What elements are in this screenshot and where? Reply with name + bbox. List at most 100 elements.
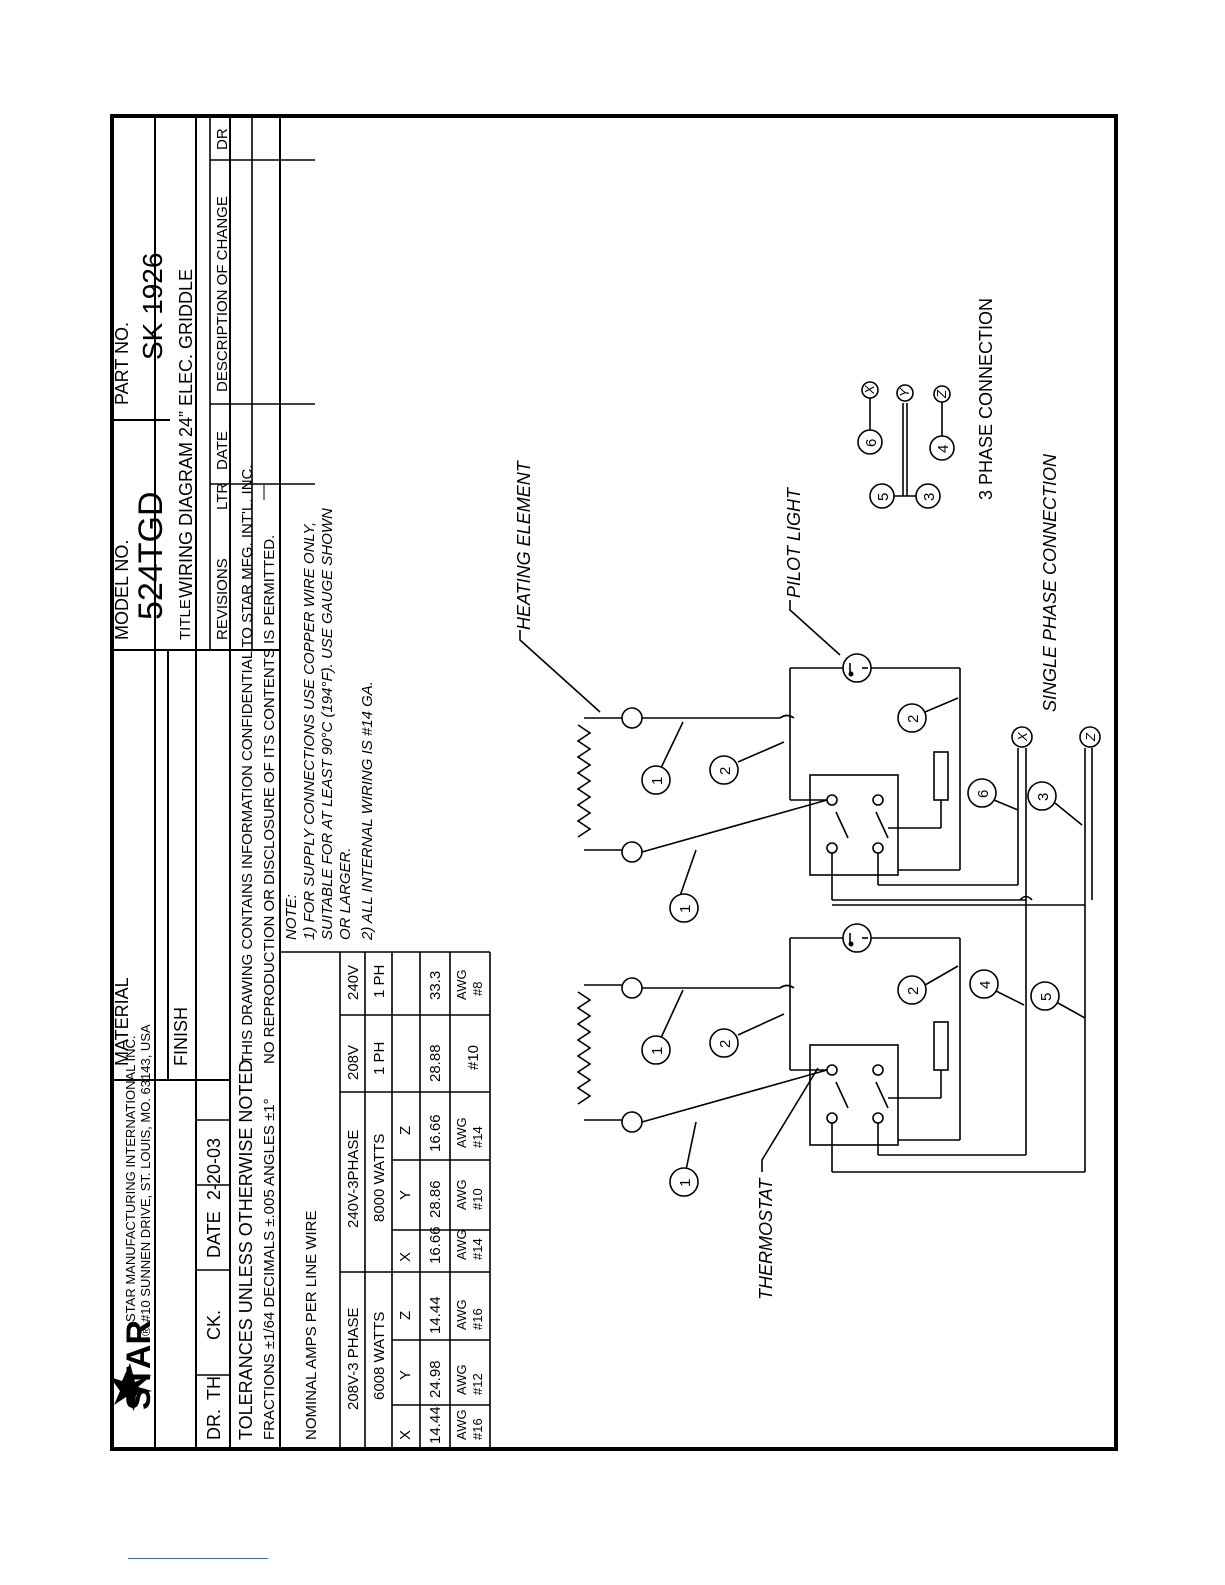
svg-text:AWG: AWG [454, 1364, 469, 1395]
svg-text:AWG: AWG [454, 1229, 469, 1260]
svg-text:1: 1 [677, 905, 694, 913]
svg-text:#12: #12 [470, 1373, 485, 1395]
tolerances-line-2: FRACTIONS ±1/64 DECIMALS ±.005 ANGLES ±1… [261, 1098, 278, 1440]
svg-text:NOTE:: NOTE: [283, 894, 300, 940]
svg-text:1 PH: 1 PH [371, 1042, 388, 1075]
svg-text:6: 6 [863, 439, 880, 447]
svg-text:1) FOR SUPPLY CONNECTIONS USE: 1) FOR SUPPLY CONNECTIONS USE COPPER WIR… [301, 522, 318, 940]
part-number: SK 1926 [137, 253, 168, 360]
svg-text:#10: #10 [465, 1045, 482, 1070]
drawing-title: WIRING DIAGRAM 24” ELEC. GRIDDLE [176, 269, 196, 598]
svg-text:#14: #14 [470, 1126, 485, 1148]
svg-text:X: X [397, 1252, 414, 1262]
tolerances-line-1: TOLERANCES UNLESS OTHERWISE NOTED [236, 1060, 256, 1440]
svg-text:#14: #14 [470, 1238, 485, 1260]
revisions-first-ltr: — [255, 485, 272, 500]
svg-text:16.66: 16.66 [427, 1114, 444, 1152]
wire-number-bubbles: 1 1 2 2 6 3 1 1 2 [641, 697, 1086, 1197]
company-name: STAR MANUFACTURING INTERNATIONAL INC. [123, 1036, 138, 1323]
footer-link-underline [128, 1558, 268, 1559]
wiring-diagram: X Z [514, 298, 1101, 1300]
revisions-col-ltr: LTR [214, 483, 231, 510]
svg-text:240V: 240V [345, 965, 362, 1000]
ck-label: CK. [204, 1310, 224, 1340]
title-block: STAR ® STAR MANUFACTURING INTERNATIONAL … [110, 116, 315, 1449]
svg-text:AWG: AWG [454, 1117, 469, 1148]
finish-label: FINISH [171, 1007, 191, 1066]
pilot-light-label: PILOT LIGHT [784, 486, 804, 598]
svg-text:240V-3PHASE: 240V-3PHASE [345, 1130, 362, 1228]
model-label: MODEL NO. [112, 540, 132, 640]
thermostat-lower [809, 1044, 899, 1146]
svg-text:AWG: AWG [454, 1409, 469, 1440]
part-label: PART NO. [112, 322, 132, 405]
material-label: MATERIAL [112, 977, 132, 1066]
svg-text:28.86: 28.86 [427, 1180, 444, 1218]
svg-text:#16: #16 [470, 1418, 485, 1440]
svg-text:1: 1 [677, 1179, 694, 1187]
svg-text:®: ® [138, 1326, 153, 1336]
svg-text:X: X [397, 1430, 414, 1440]
svg-text:Z: Z [397, 1311, 414, 1320]
svg-text:#16: #16 [470, 1308, 485, 1330]
terminal-z[interactable] [1079, 726, 1101, 748]
svg-text:208V: 208V [345, 1045, 362, 1080]
svg-text:Z: Z [1083, 732, 1098, 742]
svg-text:Y: Y [397, 1370, 414, 1380]
dr-label: DR. [204, 1409, 224, 1440]
svg-text:208V-3 PHASE: 208V-3 PHASE [345, 1307, 362, 1410]
svg-text:AWG: AWG [454, 1299, 469, 1330]
svg-text:28.88: 28.88 [427, 1044, 444, 1082]
svg-text:SUITABLE FOR AT LEAST 90°C (19: SUITABLE FOR AT LEAST 90°C (194°F). USE … [319, 508, 336, 940]
svg-text:3: 3 [1035, 793, 1052, 801]
terminal-x[interactable] [1011, 726, 1033, 748]
svg-text:2: 2 [717, 1040, 734, 1048]
svg-text:2: 2 [905, 715, 922, 723]
svg-text:STAR: STAR [120, 1320, 158, 1410]
svg-text:Y: Y [897, 387, 912, 397]
amps-table: NOMINAL AMPS PER LINE WIRE 208V-3 PHASE … [280, 951, 491, 1449]
svg-text:2: 2 [717, 767, 734, 775]
model-number: 524TGD [132, 492, 170, 621]
svg-text:1: 1 [649, 777, 666, 785]
single-phase-label: SINGLE PHASE CONNECTION [1040, 453, 1060, 712]
svg-text:X: X [1015, 731, 1030, 742]
svg-text:4: 4 [935, 445, 952, 453]
svg-text:AWG: AWG [454, 1179, 469, 1210]
heating-element-lower [576, 991, 592, 1105]
svg-text:2) ALL INTERNAL WIRING IS #14: 2) ALL INTERNAL WIRING IS #14 GA. [359, 681, 376, 941]
svg-text:5: 5 [875, 493, 892, 501]
revisions-col-desc: DESCRIPTION OF CHANGE [214, 196, 231, 392]
svg-text:Z: Z [934, 389, 949, 399]
svg-text:3: 3 [921, 493, 938, 501]
dr-value: TH [204, 1376, 224, 1400]
svg-text:16.66: 16.66 [427, 1226, 444, 1264]
company-address: #10 SUNNEN DRIVE, ST. LOUIS, MO. 63143, … [138, 1024, 153, 1322]
svg-text:Z: Z [397, 1126, 414, 1135]
revisions-label: REVISIONS [214, 558, 231, 640]
svg-text:14.44: 14.44 [427, 1406, 444, 1444]
svg-text:AWG: AWG [454, 969, 469, 1000]
svg-text:OR LARGER.: OR LARGER. [337, 847, 354, 940]
svg-text:6008 WATTS: 6008 WATTS [371, 1312, 388, 1400]
svg-text:X: X [862, 384, 877, 395]
svg-text:8000 WATTS: 8000 WATTS [371, 1134, 388, 1222]
notes: NOTE: 1) FOR SUPPLY CONNECTIONS USE COPP… [283, 508, 376, 941]
title-label: TITLE [177, 599, 194, 640]
heating-element-label: HEATING ELEMENT [514, 459, 534, 630]
svg-text:1: 1 [649, 1047, 666, 1055]
thermostat-upper [809, 774, 899, 876]
star-logo: STAR ® [110, 1320, 158, 1411]
revisions-col-dr: DR [214, 128, 231, 150]
svg-text:5: 5 [1038, 993, 1055, 1001]
confidential-line-2: NO REPRODUCTION OR DISCLOSURE OF ITS CON… [261, 535, 278, 1064]
svg-text:#10: #10 [470, 1188, 485, 1210]
svg-text:2: 2 [905, 987, 922, 995]
svg-text:6: 6 [975, 790, 992, 798]
svg-text:Y: Y [397, 1190, 414, 1200]
svg-text:4: 4 [977, 981, 994, 989]
amps-heading: NOMINAL AMPS PER LINE WIRE [303, 1211, 320, 1441]
thermostat-label: THERMOSTAT [756, 1177, 776, 1300]
svg-text:1 PH: 1 PH [371, 965, 388, 998]
svg-text:24.98: 24.98 [427, 1360, 444, 1398]
